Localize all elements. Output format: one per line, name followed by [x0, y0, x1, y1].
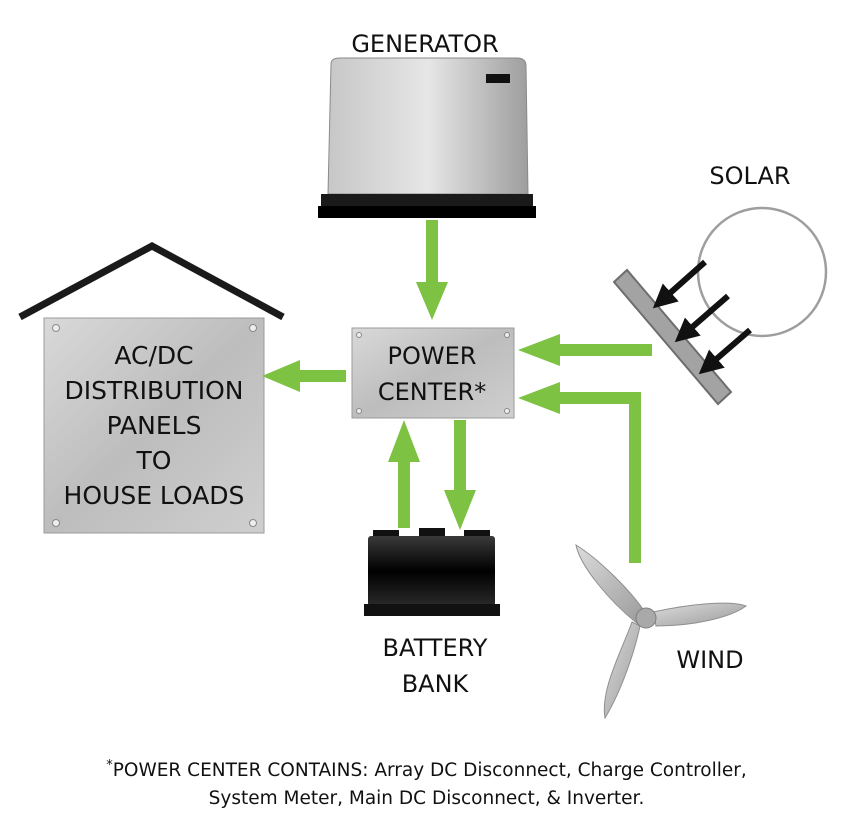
arrow-wind-to-powercenter: [518, 382, 641, 563]
distribution-panel: [43, 317, 265, 534]
distribution-line-5: HOUSE LOADS: [63, 481, 245, 510]
generator-icon: [318, 57, 536, 218]
sun-circle-icon: [696, 206, 828, 338]
battery-line-2: BANK: [401, 670, 469, 698]
arrow-powercenter-to-distribution: [262, 360, 346, 392]
arrow-powercenter-to-battery: [444, 420, 476, 530]
solar-panel-icon: [612, 259, 752, 406]
solar-ray-2: [674, 293, 730, 343]
power-center-panel: [351, 327, 515, 419]
arrow-battery-to-powercenter: [388, 420, 420, 528]
power-center-line-1: POWER: [387, 342, 477, 370]
distribution-line-1: AC/DC: [114, 341, 194, 370]
battery-icon: [364, 528, 500, 616]
footnote-line-1: *POWER CENTER CONTAINS: Array DC Disconn…: [0, 752, 853, 785]
arrow-solar-to-powercenter: [518, 334, 652, 366]
footnote-mark: *: [106, 758, 113, 773]
solar-ray-3: [698, 327, 752, 375]
power-center-line-2: CENTER*: [377, 378, 487, 406]
distribution-line-3: PANELS: [106, 411, 202, 440]
wind-label: WIND: [676, 646, 744, 674]
wind-turbine-icon: [575, 543, 748, 720]
footnote-text-1: POWER CENTER CONTAINS: Array DC Disconne…: [112, 760, 747, 781]
distribution-line-2: DISTRIBUTION: [64, 376, 244, 405]
arrow-generator-to-powercenter: [416, 220, 448, 320]
generator-label: GENERATOR: [351, 30, 499, 58]
battery-line-1: BATTERY: [382, 634, 488, 662]
solar-label: SOLAR: [709, 162, 791, 190]
house-roof-icon: [18, 242, 285, 321]
distribution-line-4: TO: [136, 446, 172, 475]
flow-arrows: [262, 220, 652, 563]
solar-ray-1: [652, 259, 707, 309]
power-center-label: POWER CENTER*: [352, 338, 512, 410]
battery-label: BATTERY BANK: [340, 630, 530, 702]
footnote-line-2: System Meter, Main DC Disconnect, & Inve…: [208, 788, 645, 809]
distribution-label: AC/DC DISTRIBUTION PANELS TO HOUSE LOADS: [44, 338, 264, 513]
footnote: *POWER CENTER CONTAINS: Array DC Disconn…: [0, 752, 853, 813]
